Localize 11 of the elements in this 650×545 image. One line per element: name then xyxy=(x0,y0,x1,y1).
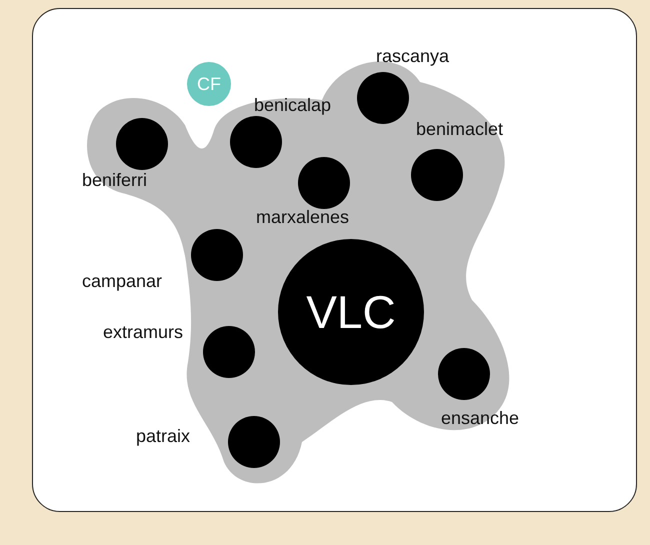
circle-label: CF xyxy=(197,74,221,94)
district-label: rascanya xyxy=(376,46,450,67)
district-label: campanar xyxy=(82,271,162,292)
district-label: ensanche xyxy=(441,408,520,429)
district-label: beniferri xyxy=(82,170,148,191)
district-label: marxalenes xyxy=(256,207,350,228)
district-label: benicalap xyxy=(254,95,332,116)
district-label: extramurs xyxy=(103,322,184,343)
circle-label: VLC xyxy=(306,285,396,339)
district-label: benimaclet xyxy=(416,119,504,140)
district-label: patraix xyxy=(136,426,190,447)
